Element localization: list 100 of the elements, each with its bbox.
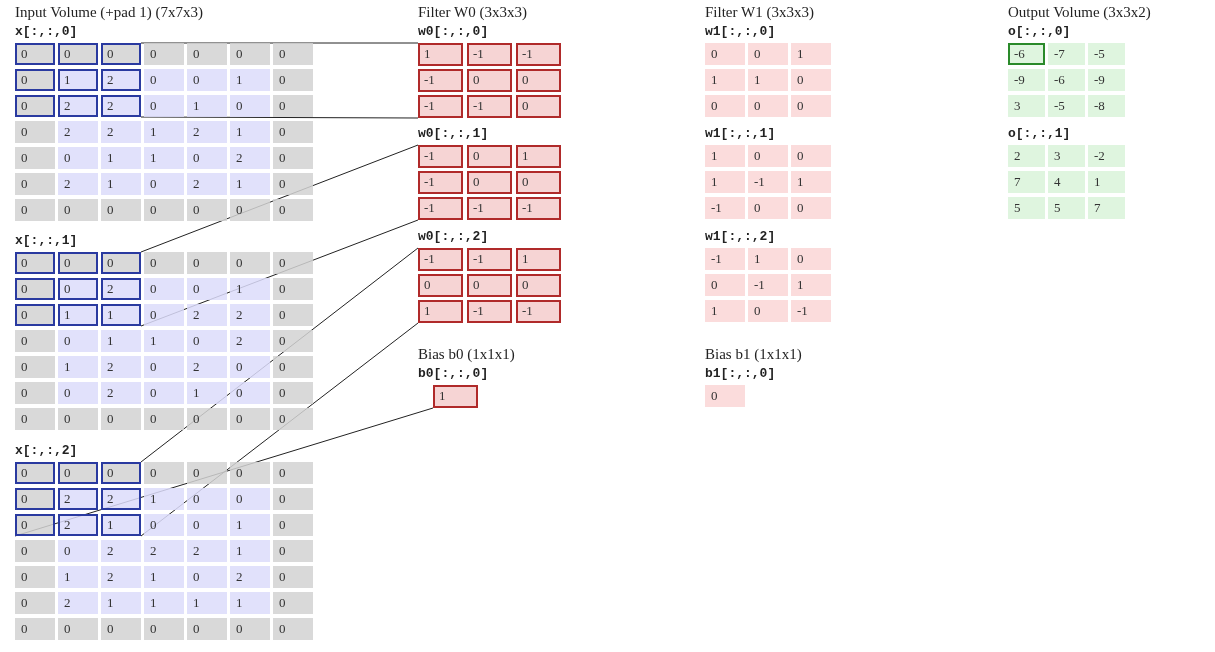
output-value: 2 xyxy=(1008,145,1045,167)
input-value: 0 xyxy=(15,95,55,117)
input-value: 2 xyxy=(101,95,141,117)
input-value: 2 xyxy=(187,304,227,326)
panel-title: Bias b0 (1x1x1) xyxy=(418,346,515,363)
input-value: 0 xyxy=(15,540,55,562)
input-value: 0 xyxy=(273,278,313,300)
input-value: 0 xyxy=(187,43,227,65)
input-value: 2 xyxy=(144,540,184,562)
input-value: 0 xyxy=(273,592,313,614)
output-value: 0 xyxy=(748,300,788,322)
input-value: 0 xyxy=(15,566,55,588)
input-value: 2 xyxy=(230,304,270,326)
weight-value: -1 xyxy=(516,43,561,66)
input-value: 0 xyxy=(15,592,55,614)
input-value: 0 xyxy=(273,173,313,195)
output-value: 1 xyxy=(705,171,745,193)
output-value: 3 xyxy=(1008,95,1045,117)
weight-value: -1 xyxy=(418,197,463,220)
weight-value: 0 xyxy=(516,95,561,118)
slice-heading: w1[:,:,1] xyxy=(705,126,776,141)
input-value: 0 xyxy=(230,408,270,430)
input-value: 0 xyxy=(144,95,184,117)
input-value: 0 xyxy=(144,69,184,91)
input-value: 0 xyxy=(273,618,313,640)
input-value: 0 xyxy=(230,43,270,65)
input-value: 0 xyxy=(15,252,55,274)
input-value: 1 xyxy=(58,304,98,326)
output-value: -6 xyxy=(1008,43,1045,65)
input-value: 2 xyxy=(101,382,141,404)
input-value: 1 xyxy=(101,330,141,352)
input-value: 2 xyxy=(58,592,98,614)
input-value: 1 xyxy=(230,540,270,562)
slice-heading: x[:,:,1] xyxy=(15,233,78,248)
slice-heading: o[:,:,0] xyxy=(1008,24,1071,39)
input-value: 0 xyxy=(230,618,270,640)
input-value: 0 xyxy=(187,278,227,300)
weight-value: 1 xyxy=(516,248,561,271)
output-value: 1 xyxy=(748,248,788,270)
input-value: 1 xyxy=(144,330,184,352)
output-value: 4 xyxy=(1048,171,1085,193)
weight-value: 0 xyxy=(516,69,561,92)
input-value: 2 xyxy=(187,356,227,378)
input-value: 0 xyxy=(15,173,55,195)
input-value: 1 xyxy=(230,173,270,195)
output-value: 7 xyxy=(1088,197,1125,219)
output-value: 0 xyxy=(705,274,745,296)
weight-value: -1 xyxy=(418,95,463,118)
output-value: 1 xyxy=(791,171,831,193)
output-value: 1 xyxy=(705,145,745,167)
input-value: 2 xyxy=(230,330,270,352)
output-value: 0 xyxy=(791,145,831,167)
input-value: 1 xyxy=(58,69,98,91)
weight-value: -1 xyxy=(467,300,512,323)
output-value: 0 xyxy=(791,248,831,270)
input-value: 0 xyxy=(187,514,227,536)
output-value: 1 xyxy=(705,69,745,91)
input-value: 1 xyxy=(144,121,184,143)
output-value: -1 xyxy=(705,197,745,219)
input-value: 1 xyxy=(187,382,227,404)
weight-value: 0 xyxy=(467,171,512,194)
input-value: 0 xyxy=(273,462,313,484)
output-value: 0 xyxy=(748,95,788,117)
input-value: 1 xyxy=(230,592,270,614)
input-value: 0 xyxy=(144,278,184,300)
output-value: 0 xyxy=(791,69,831,91)
bias-value: 0 xyxy=(705,385,745,407)
input-value: 1 xyxy=(101,592,141,614)
input-value: 0 xyxy=(273,382,313,404)
input-value: 1 xyxy=(230,278,270,300)
input-value: 0 xyxy=(58,278,98,300)
weight-value: -1 xyxy=(467,248,512,271)
input-value: 2 xyxy=(187,173,227,195)
weight-value: 1 xyxy=(418,300,463,323)
input-value: 0 xyxy=(15,330,55,352)
input-value: 0 xyxy=(15,488,55,510)
input-value: 0 xyxy=(15,304,55,326)
input-value: 1 xyxy=(101,147,141,169)
input-value: 0 xyxy=(58,252,98,274)
input-value: 0 xyxy=(273,95,313,117)
input-value: 0 xyxy=(273,330,313,352)
input-value: 1 xyxy=(58,566,98,588)
input-value: 0 xyxy=(273,304,313,326)
input-value: 0 xyxy=(187,69,227,91)
output-value: -2 xyxy=(1088,145,1125,167)
input-value: 1 xyxy=(144,147,184,169)
input-value: 0 xyxy=(187,488,227,510)
weight-value: 0 xyxy=(467,274,512,297)
input-value: 0 xyxy=(144,356,184,378)
input-value: 0 xyxy=(230,462,270,484)
input-value: 0 xyxy=(187,199,227,221)
input-value: 2 xyxy=(101,488,141,510)
input-value: 2 xyxy=(101,566,141,588)
input-value: 1 xyxy=(144,566,184,588)
input-value: 0 xyxy=(58,43,98,65)
slice-heading: w1[:,:,0] xyxy=(705,24,776,39)
input-value: 2 xyxy=(101,356,141,378)
input-value: 0 xyxy=(15,199,55,221)
input-value: 2 xyxy=(58,95,98,117)
output-value: 7 xyxy=(1008,171,1045,193)
